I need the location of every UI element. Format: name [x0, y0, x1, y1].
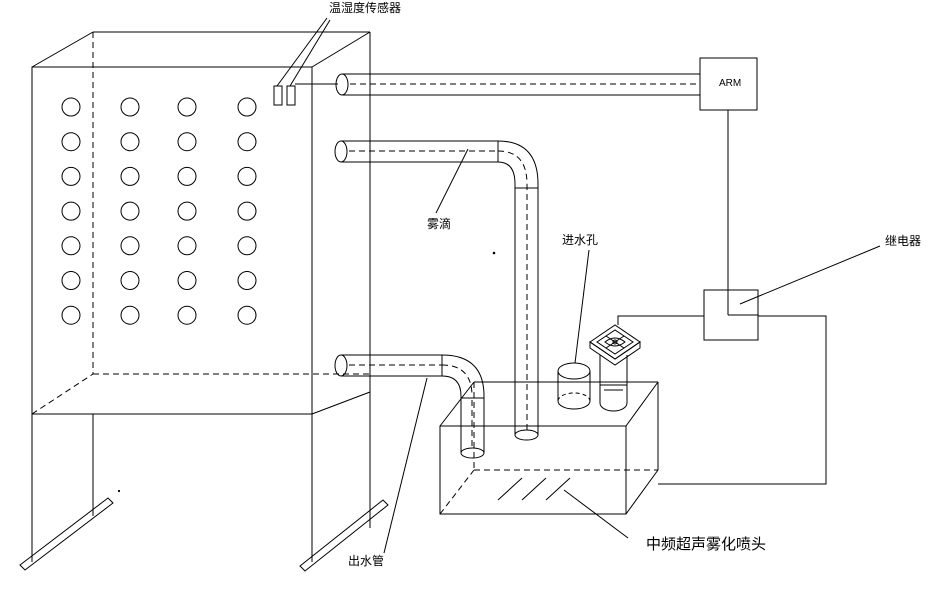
- cabinet-hole: [177, 236, 197, 256]
- cabinet-hole: [61, 236, 81, 256]
- cabinet-hole: [237, 201, 257, 221]
- relay: [703, 245, 881, 341]
- cabinet: [31, 31, 371, 562]
- cabinet-hole: [237, 305, 257, 325]
- cabinet-hole: [120, 305, 140, 325]
- temp-humidity-sensor: [273, 17, 338, 106]
- cabinet-hole: [120, 166, 140, 186]
- cabinet-hole: [61, 132, 81, 152]
- arm-cable-tube: [335, 73, 700, 96]
- cabinet-hole: [177, 201, 197, 221]
- cabinet-hole: [177, 97, 197, 117]
- cabinet-hole: [61, 271, 81, 290]
- cabinet-hole: [177, 305, 197, 325]
- label-temp-humidity-sensor: 温湿度传感器: [329, 1, 402, 15]
- fan-unit: [589, 324, 641, 412]
- cabinet-hole: [177, 271, 197, 290]
- cabinet-hole: [61, 166, 81, 186]
- support-rods: [19, 497, 389, 572]
- cabinet-hole: [177, 132, 197, 152]
- cabinet-hole: [120, 236, 140, 256]
- cabinet-hole: [120, 201, 140, 221]
- water-inlet: [557, 249, 591, 410]
- cabinet-hole: [237, 271, 257, 290]
- cabinet-hole: [61, 97, 81, 117]
- cabinet-hole: [120, 271, 140, 290]
- label-water-outlet-pipe: 出水管: [348, 554, 385, 568]
- cabinet-hole: [120, 97, 140, 117]
- ultrasonic-atomizer-head: [497, 477, 629, 539]
- cabinet-hole: [177, 166, 197, 186]
- cabinet-hole: [237, 97, 257, 117]
- cabinet-hole: [61, 305, 81, 325]
- outlet-pipe: [334, 354, 485, 554]
- label-arm: ARM: [719, 78, 742, 89]
- mist-pipe: [334, 140, 539, 441]
- cabinet-hole: [237, 166, 257, 186]
- label-mist-droplet: 雾滴: [427, 217, 452, 231]
- cabinet-hole: [237, 132, 257, 152]
- cabinet-hole: [237, 236, 257, 256]
- wiring: [617, 315, 827, 485]
- label-ultrasonic-atomizer: 中频超声雾化喷头: [646, 535, 767, 553]
- cabinet-holes: [61, 97, 257, 325]
- cabinet-hole: [61, 201, 81, 221]
- label-water-inlet: 进水孔: [562, 233, 599, 247]
- label-relay: 继电器: [885, 234, 922, 248]
- cabinet-hole: [120, 132, 140, 152]
